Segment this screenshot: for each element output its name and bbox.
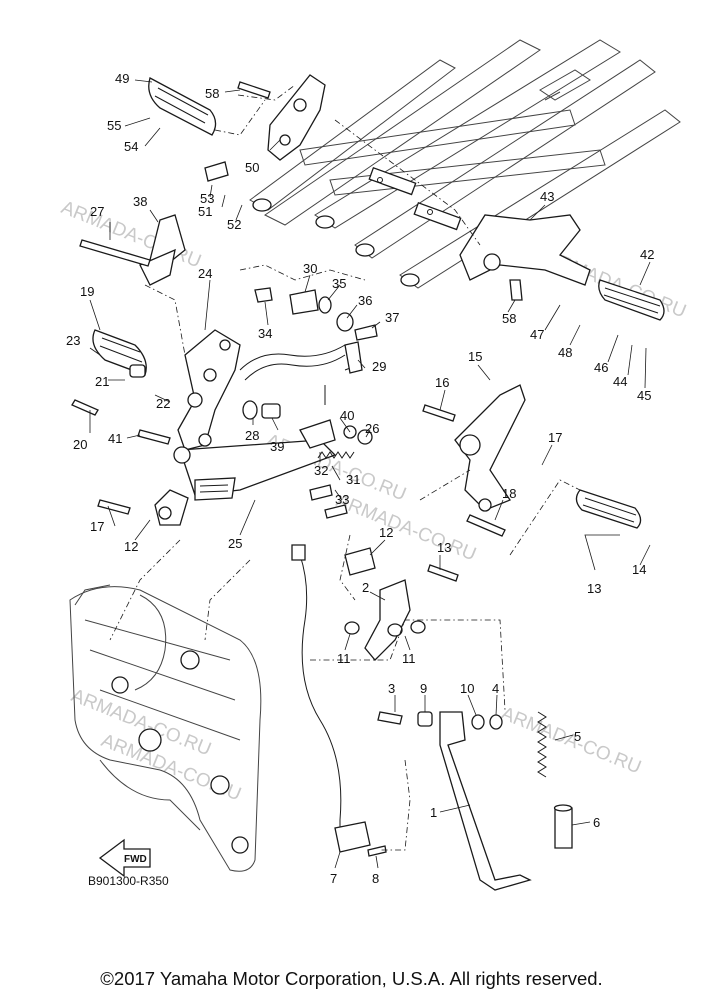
diagram-code: B901300-R350 (88, 874, 169, 888)
callout-2: 2 (362, 580, 369, 595)
callout-53: 51 (198, 204, 212, 219)
callout-23: 21 (95, 374, 109, 389)
rear-subframe (249, 39, 681, 289)
callout-39: 37 (385, 310, 399, 325)
callouts: 49 58 55 54 50 53 51 52 38 27 24 30 35 3… (66, 71, 654, 886)
callout-31: 29 (372, 359, 386, 374)
callout-34: 32 (314, 463, 328, 478)
callout-15: 13 (587, 581, 601, 596)
callout-17: 15 (468, 349, 482, 364)
pedal-pivot (97, 489, 189, 526)
callout-18: 16 (435, 375, 449, 390)
callout-37: 35 (332, 276, 346, 291)
return-spring (309, 451, 355, 519)
callout-58-right: 58 (502, 311, 516, 326)
callout-40: 38 (133, 194, 147, 209)
callout-28: 26 (365, 421, 379, 436)
callout-21: 19 (80, 284, 94, 299)
callout-52: 50 (245, 160, 259, 175)
callout-20: 18 (502, 486, 516, 501)
callout-26: 24 (198, 266, 212, 281)
passenger-footrest-right (459, 214, 665, 321)
side-stand (344, 547, 573, 891)
callout-32: 30 (303, 261, 317, 276)
copyright-notice: ©2017 Yamaha Motor Corporation, U.S.A. A… (100, 968, 603, 989)
callout-12-left: 12 (124, 539, 138, 554)
callout-47: 45 (637, 388, 651, 403)
callout-46: 44 (613, 374, 627, 389)
callout-30: 28 (245, 428, 259, 443)
callout-57: 55 (107, 118, 121, 133)
callout-55: 53 (200, 191, 214, 206)
callout-58-top: 58 (205, 86, 219, 101)
callout-51: 49 (115, 71, 129, 86)
fwd-arrow: FWD (98, 838, 151, 878)
callout-36: 34 (258, 326, 272, 341)
right-footrest-bracket (454, 384, 642, 556)
callout-10: 10 (460, 681, 474, 696)
callout-1: 1 (430, 805, 437, 820)
bolts (71, 81, 523, 582)
callout-48: 46 (594, 360, 608, 375)
brake-switch-parts (254, 287, 378, 341)
main-frame (69, 584, 262, 872)
callout-5: 5 (574, 729, 581, 744)
callout-11-right: 11 (402, 651, 416, 666)
callout-14: 17 (90, 519, 104, 534)
left-footrest-bracket (139, 214, 241, 451)
callout-54: 52 (227, 217, 241, 232)
passenger-footrest-left (148, 74, 326, 182)
callout-50: 48 (558, 345, 572, 360)
reference-lines (109, 84, 506, 851)
brake-pedal (173, 439, 337, 501)
left-footrest-peg (92, 329, 147, 378)
callout-41: 39 (270, 439, 284, 454)
sidestand-switch (291, 544, 387, 857)
callout-25: 23 (66, 333, 80, 348)
callout-6: 6 (593, 815, 600, 830)
brake-master-area (239, 341, 373, 449)
callout-7: 7 (330, 871, 337, 886)
callout-19: 17 (548, 430, 562, 445)
watermark: ARMADA-CO.RU (498, 703, 644, 778)
callout-45: 43 (540, 189, 554, 204)
callout-16: 14 (632, 562, 646, 577)
leader-lines (89, 79, 651, 869)
callout-38: 36 (358, 293, 372, 308)
callout-9: 9 (420, 681, 427, 696)
callout-27: 25 (228, 536, 242, 551)
callout-12-right: 12 (379, 525, 393, 540)
callout-24: 22 (156, 396, 170, 411)
callout-44: 42 (640, 247, 654, 262)
callout-8: 8 (372, 871, 379, 886)
callout-35: 33 (335, 492, 349, 507)
callout-33: 31 (346, 472, 360, 487)
callout-43: 41 (108, 431, 122, 446)
callout-56: 54 (124, 139, 138, 154)
callout-22: 20 (73, 437, 87, 452)
callout-4: 4 (492, 681, 499, 696)
fwd-label: FWD (124, 854, 147, 865)
callout-42: 40 (340, 408, 354, 423)
callout-13: 13 (437, 540, 451, 555)
callout-29: 27 (90, 204, 104, 219)
callout-11-left: 11 (337, 651, 351, 666)
callout-49: 47 (530, 327, 544, 342)
callout-3: 3 (388, 681, 395, 696)
